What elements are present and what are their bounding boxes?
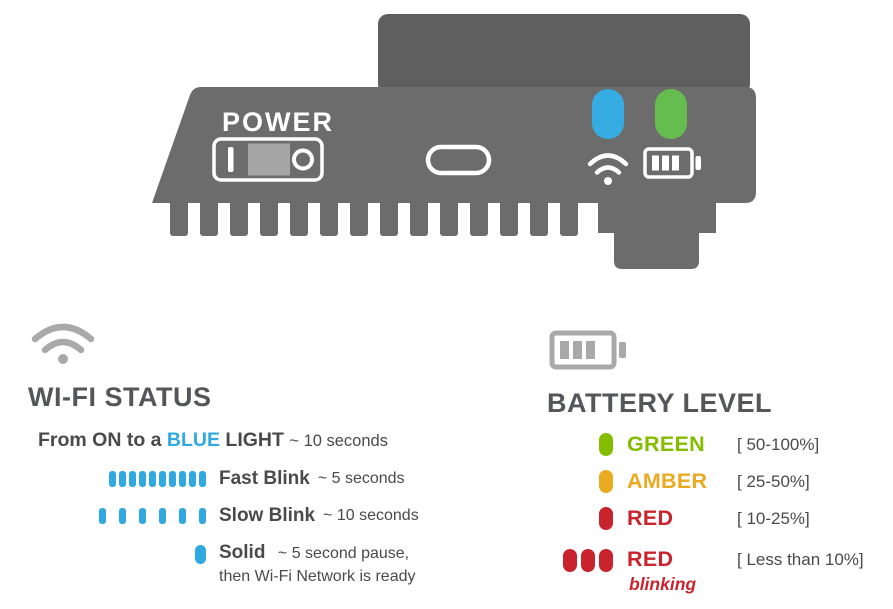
battery-level-title: BATTERY LEVEL [547,388,773,418]
blinking-sublabel: blinking [629,574,697,594]
blink-segment [109,471,116,487]
blink-segment [563,549,577,572]
blink-segment [599,433,613,456]
wifi-icon [31,323,95,364]
intro-text-before: From ON to a [38,429,167,451]
blink-segment [195,545,206,564]
solid-row: Solid ~ 5 second pause, then Wi-Fi Netwo… [26,542,496,586]
wifi-icon [587,153,629,185]
wifi-intro-line: From ON to a BLUE LIGHT ~ 10 seconds [38,428,496,453]
blink-segment [199,508,206,524]
wifi-status-title: WI-FI STATUS [28,382,212,412]
blink-segment [179,471,186,487]
intro-highlight-blue: BLUE [166,429,221,451]
solid-duration: ~ 5 second pause, [277,545,410,562]
solid-text-block: Solid ~ 5 second pause, then Wi-Fi Netwo… [219,542,416,586]
blink-segment [159,508,166,524]
fast-blink-duration: ~ 5 seconds [317,470,405,487]
blink-segment [139,471,146,487]
blink-segment [199,471,206,487]
green-label: GREEN [627,432,705,456]
battery-icon [643,147,701,179]
blink-segment [149,471,156,487]
blink-segment [119,508,126,524]
battery-icon [549,330,626,370]
slow-blink-row: Slow Blink ~ 10 seconds [26,505,496,527]
blink-segment [179,508,186,524]
green-led-pill [545,433,613,456]
red-label: RED [627,506,674,530]
blink-segment [159,471,166,487]
red-blinking-label: RED [627,547,674,571]
blink-segment [169,471,176,487]
slow-blink-duration: ~ 10 seconds [323,507,419,524]
battery-led [655,89,687,139]
blink-segment [99,508,106,524]
red-blinking-range: [ Less than 10%] [737,550,864,569]
solid-bar [26,542,206,564]
battery-row-green: GREEN [ 50-100%] [545,432,890,457]
power-label: POWER [222,107,334,137]
blink-segment [599,507,613,530]
blink-segment [581,549,595,572]
intro-duration: ~ 10 seconds [289,432,388,450]
device-bottom-block [598,196,716,269]
green-range: [ 50-100%] [737,434,820,454]
usb-c-port [425,144,492,176]
blink-segment [599,470,613,493]
wifi-led [592,89,624,139]
amber-led-pill [545,470,613,493]
battery-level-section: BATTERY LEVEL GREEN [ 50-100%] AMBER [ 2… [545,320,890,595]
blink-segment [599,549,613,572]
slow-blink-bars [26,508,206,524]
slow-blink-label: Slow Blink [219,505,316,526]
device-illustration: POWER [152,14,756,269]
amber-label: AMBER [627,469,708,493]
red-blinking-label-wrap: RED blinking [627,547,737,595]
fast-blink-label: Fast Blink [219,468,310,489]
fast-blink-row: Fast Blink ~ 5 seconds [26,468,496,490]
power-switch [212,137,324,182]
solid-label: Solid [219,542,266,563]
intro-text-after: LIGHT [220,429,290,451]
red-blinking-led-pills [545,547,613,572]
battery-rows: GREEN [ 50-100%] AMBER [ 25-50%] RED [ 1… [545,432,890,595]
solid-note: then Wi-Fi Network is ready [219,568,416,585]
blink-segment [189,471,196,487]
battery-row-red-blinking: RED blinking [ Less than 10%] [545,547,890,595]
device-top-tab [378,14,750,94]
amber-range: [ 25-50%] [737,471,810,491]
red-range: [ 10-25%] [737,508,810,528]
wifi-status-section: WI-FI STATUS From ON to a BLUE LIGHT ~ 1… [26,304,496,586]
blink-segment [119,471,126,487]
fast-blink-bars [26,471,206,487]
heatsink-fins [170,196,578,236]
battery-row-amber: AMBER [ 25-50%] [545,469,890,494]
red-led-pill [545,507,613,530]
blink-segment [129,471,136,487]
battery-row-red: RED [ 10-25%] [545,506,890,531]
blink-segment [139,508,146,524]
